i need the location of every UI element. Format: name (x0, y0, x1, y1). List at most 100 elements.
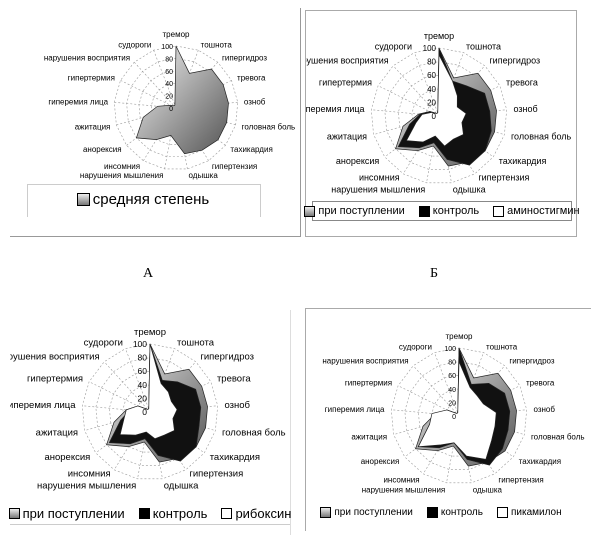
category-label: озноб (533, 405, 555, 414)
legend-item: при поступлении (304, 205, 405, 217)
category-label: головная боль (242, 123, 296, 132)
category-label: судороги (84, 337, 123, 348)
legend-b: при поступлении контроль аминостигмин (304, 201, 580, 221)
category-label: анорексия (361, 457, 400, 466)
category-label: нарушения восприятия (10, 352, 100, 363)
legend-label: при поступлении (22, 506, 125, 521)
category-label: тошнота (177, 337, 215, 348)
category-label: судороги (375, 41, 412, 51)
tick-label: 20 (448, 400, 456, 407)
tick-label: 0 (169, 106, 173, 113)
axis-spoke (137, 411, 151, 479)
category-label: нарушения мышления (362, 486, 446, 495)
legend-swatch (320, 507, 332, 518)
legend-swatch (496, 507, 508, 518)
series-area-2 (405, 54, 467, 147)
category-label: гипертензия (189, 469, 243, 480)
legend-swatch (221, 508, 233, 519)
grid-ring (370, 47, 508, 184)
category-label: ажитация (327, 131, 367, 141)
category-label: анорексия (44, 452, 90, 463)
tick-label: 0 (432, 112, 437, 121)
axis-spoke (434, 352, 460, 417)
legend-swatch (138, 508, 150, 519)
legend-a: средняя степень (27, 191, 259, 208)
category-label: гипертермия (345, 379, 392, 388)
radar-chart-d: 020406080100тремортошнотагипергидрозтрев… (322, 332, 585, 495)
category-label: инсомния (104, 162, 140, 171)
tick-label: 40 (165, 81, 173, 88)
tick-label: 80 (448, 360, 456, 367)
legend-swatch (8, 508, 20, 519)
grid-ring (109, 370, 191, 453)
legend-c: при поступлении контроль рибоксин (8, 506, 292, 525)
tick-label: 60 (448, 373, 456, 380)
category-label: тремор (163, 30, 191, 39)
axis-spoke (377, 85, 440, 117)
legend-label: рибоксин (235, 506, 292, 521)
category-label: гиперемия лица (48, 98, 108, 107)
category-label: тремор (134, 327, 166, 338)
category-label: нарушения восприятия (44, 54, 130, 63)
category-label: озноб (224, 400, 250, 411)
category-label: тревога (237, 74, 266, 83)
category-label: головная боль (531, 432, 585, 441)
category-label: гипертензия (212, 162, 257, 171)
category-label: инсомния (359, 173, 400, 183)
category-label: головная боль (222, 427, 286, 438)
legend-label: средняя степень (92, 191, 210, 208)
legend-item: при поступлении (320, 507, 413, 518)
axis-spoke (392, 65, 440, 117)
category-label: гиперемия лица (10, 400, 76, 411)
category-label: одышка (473, 486, 503, 495)
legend-label: пикамилон (510, 507, 562, 518)
tick-label: 60 (165, 69, 173, 76)
tick-label: 60 (138, 366, 148, 376)
category-label: тошнота (466, 41, 501, 51)
tick-label: 40 (138, 380, 148, 390)
category-label: гипертермия (319, 78, 372, 88)
category-label: тремор (446, 332, 474, 341)
tick-label: 100 (133, 339, 147, 349)
category-label: гипертензия (498, 476, 543, 485)
grid-ring (113, 45, 239, 170)
legend-swatch (76, 193, 90, 206)
category-label: гипергидроз (222, 54, 267, 63)
category-label: анорексия (336, 156, 380, 166)
category-label: инсомния (68, 469, 111, 480)
radar-chart-b: 020406080100тремортошнотагипергидрозтрев… (306, 31, 572, 195)
tick-label: 20 (138, 393, 148, 403)
radar-chart-c: 020406080100тремортошнотагипергидрозтрев… (10, 327, 286, 492)
grid-ring (418, 374, 500, 457)
legend-item: контроль (426, 507, 483, 518)
legend-d: при поступлении контроль пикамилон (316, 507, 566, 518)
category-label: гипергидроз (489, 56, 540, 66)
axis-spoke (397, 385, 460, 417)
tick-label: 80 (427, 58, 436, 67)
series-area-2 (417, 361, 497, 460)
axis-spoke (412, 365, 460, 417)
tick-label: 80 (165, 56, 173, 63)
grid-ring (390, 347, 528, 484)
legend-box (27, 184, 261, 217)
tick-label: 40 (427, 85, 436, 94)
category-label: гиперемия лица (325, 405, 385, 414)
tick-label: 100 (444, 346, 456, 353)
legend-item: средняя степень (76, 191, 210, 208)
legend-item: при поступлении (8, 506, 125, 521)
category-label: гипергидроз (509, 357, 554, 366)
legend-item: пикамилон (496, 507, 562, 518)
legend-label: аминостигмин (507, 205, 580, 217)
category-label: тошнота (201, 40, 233, 49)
series-area-2 (119, 343, 178, 440)
legend-item: контроль (138, 506, 207, 521)
category-label: одышка (453, 185, 486, 195)
category-label: нарушения мышления (331, 185, 425, 195)
category-label: нарушения восприятия (306, 56, 389, 66)
category-label: головная боль (511, 131, 572, 141)
legend-label: контроль (432, 205, 480, 217)
category-label: тахикардия (499, 156, 547, 166)
category-label: ажитация (75, 123, 111, 132)
